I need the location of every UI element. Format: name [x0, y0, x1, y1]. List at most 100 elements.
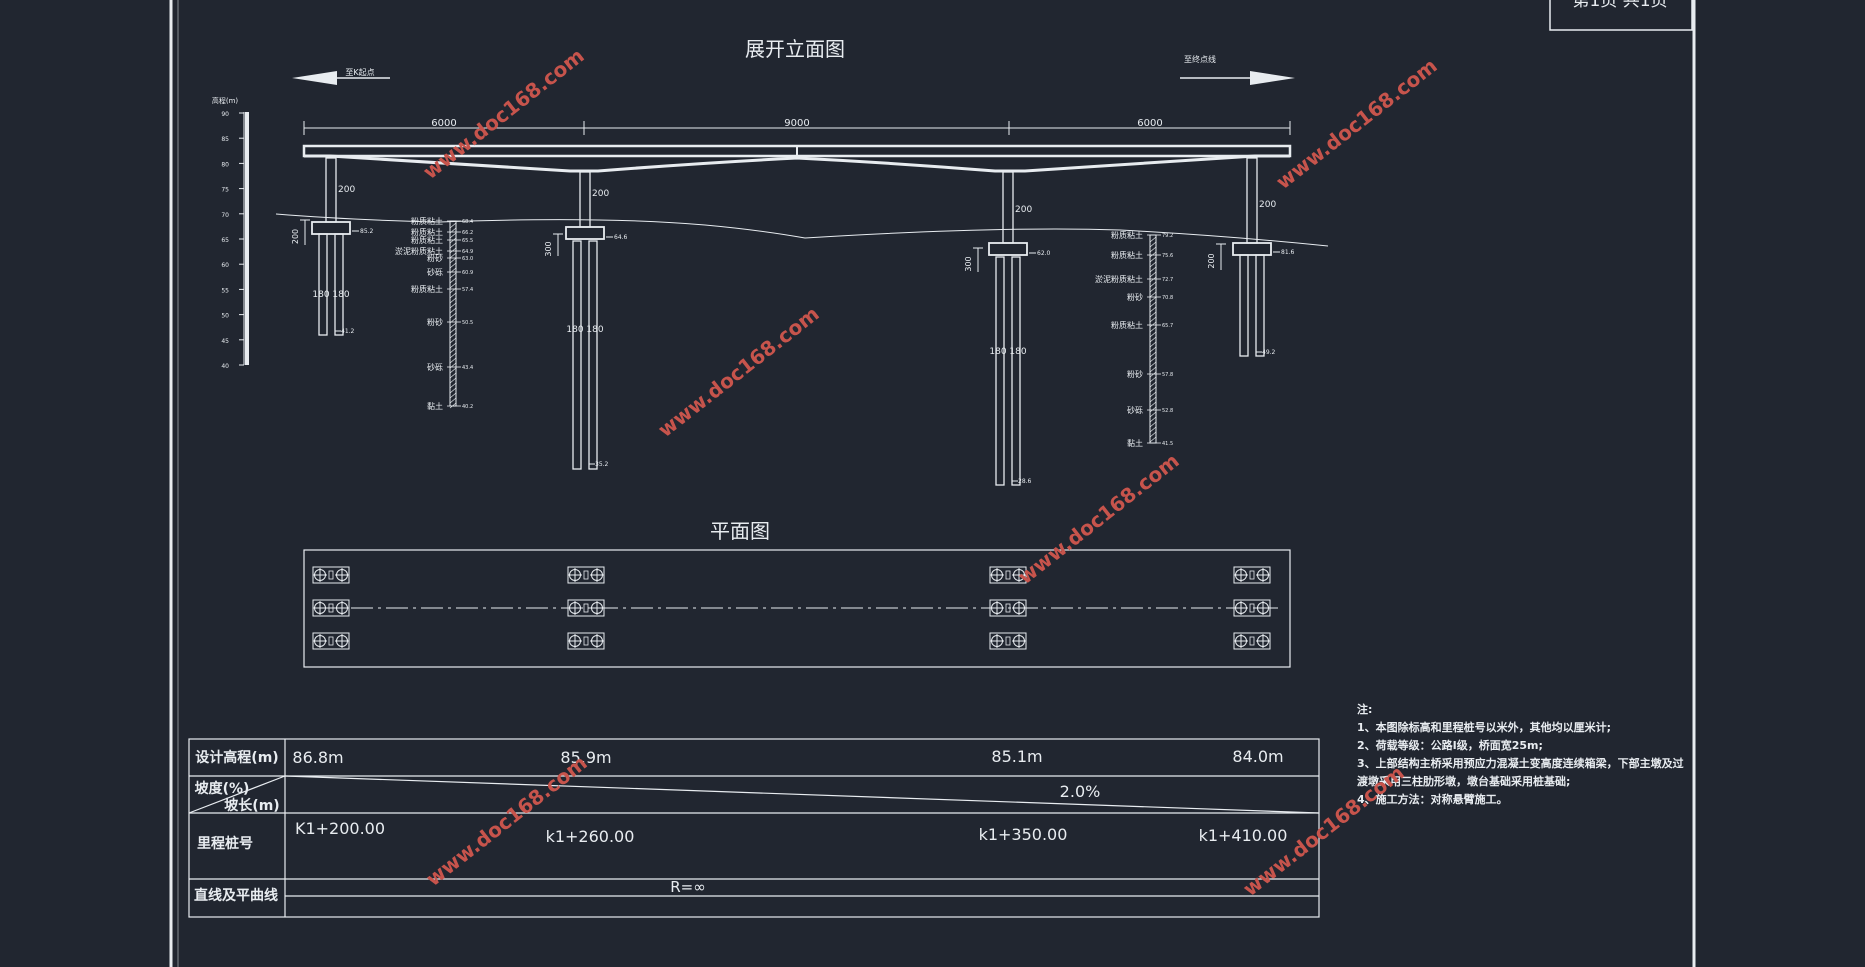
borehole-hatch [449, 342, 457, 349]
borehole-layer-elevation: 72.7 [1162, 277, 1173, 283]
borehole-layer-name: 粉砂 [1127, 292, 1143, 302]
borehole-layer-elevation: 63.0 [462, 256, 473, 262]
borehole-hatch [449, 237, 457, 244]
scale-tick-label: 45 [221, 338, 229, 345]
borehole-layer-name: 砂砾 [427, 362, 443, 372]
profile-table: 设计高程(m) 坡度(%) 坡长(m) 里程桩号 直线及平曲线 86.8m 85… [188, 738, 1320, 918]
pile-symbol [1256, 634, 1270, 648]
borehole-hatch [1149, 341, 1157, 348]
borehole-hatch [1149, 246, 1157, 253]
drawing-frame [169, 0, 1696, 967]
plan-column [1249, 570, 1255, 580]
plan-column [583, 636, 589, 646]
pier-cap-label: 300 [544, 241, 553, 256]
borehole-layer-name: 黏土 [427, 401, 443, 411]
pile-symbol [335, 568, 349, 582]
pile-symbol [1012, 601, 1026, 615]
elevation-value: 86.8m [292, 748, 343, 767]
borehole-hatch [449, 347, 457, 354]
row-label-curve: 直线及平曲线 [194, 887, 278, 904]
pile-symbol [990, 634, 1004, 648]
pier-column [1246, 157, 1258, 244]
borehole-hatch [449, 357, 457, 364]
borehole-hatch [449, 257, 457, 264]
borehole-hatch [449, 382, 457, 389]
borehole-layer-name: 粉质粘土 [1111, 320, 1143, 330]
borehole-layer-elevation: 65.5 [462, 238, 473, 244]
pile-symbol [590, 568, 604, 582]
plan-column [328, 603, 334, 613]
borehole-hatch [449, 327, 457, 334]
borehole-layer-name: 粉质粘土 [411, 235, 443, 245]
pier-pile [588, 240, 598, 470]
scale-tick-label: 90 [221, 111, 229, 118]
borehole-hatch [449, 387, 457, 394]
borehole-hatch [1149, 431, 1157, 438]
borehole-hatch [449, 252, 457, 259]
pier-bottom-elevation: 35.2 [595, 461, 609, 468]
chainage-value: k1+410.00 [1199, 826, 1288, 845]
grade-divider [188, 775, 286, 814]
elevation-value: 84.0m [1232, 747, 1283, 766]
pile-symbol [1234, 568, 1248, 582]
note-line: 1、本图除标高和里程桩号以米外，其他均以厘米计; [1357, 720, 1611, 734]
note-line: 4、施工方法：对称悬臂施工。 [1357, 792, 1508, 806]
pier-top-elevation: 64.6 [614, 234, 628, 241]
pile-symbol [313, 601, 327, 615]
borehole-hatch [1149, 396, 1157, 403]
pile-symbol [335, 601, 349, 615]
pile-symbol [568, 568, 582, 582]
borehole-hatch [449, 297, 457, 304]
borehole-hatch [1149, 351, 1157, 358]
pier-column [325, 157, 337, 223]
borehole-hatch [1149, 281, 1157, 288]
curve-value: R=∞ [670, 878, 706, 896]
borehole-hatch [1149, 251, 1157, 258]
pier-pile [1011, 256, 1021, 486]
pile-symbol [313, 634, 327, 648]
borehole-hatch [1149, 371, 1157, 378]
borehole-hatch [1149, 256, 1157, 263]
title-block: 第1页 共1页 [1549, 0, 1693, 31]
note-line: 3、上部结构主桥采用预应力混凝土变高度连续箱梁，下部主墩及过 [1357, 756, 1684, 770]
borehole-hatch [1149, 406, 1157, 413]
plan-column [328, 636, 334, 646]
borehole-layer-name: 粉质粘土 [1111, 230, 1143, 240]
borehole-hatch [1149, 336, 1157, 343]
borehole-hatch [1149, 306, 1157, 313]
pier-pile-label: 180 180 [989, 347, 1026, 357]
note-line: 2、荷载等级：公路I级，桥面宽25m; [1357, 738, 1543, 752]
borehole-hatch [449, 242, 457, 249]
scale-tick-label: 60 [221, 262, 229, 269]
pier-column-label: 200 [1015, 205, 1032, 215]
borehole-hatch [1149, 381, 1157, 388]
borehole-hatch [449, 232, 457, 239]
arrow-left-label: 至K起点 [345, 68, 374, 77]
borehole-hatch [449, 292, 457, 299]
borehole-layer-elevation: 66.2 [462, 230, 473, 236]
borehole-layer-name: 粉砂 [1127, 369, 1143, 379]
borehole-hatch [1149, 376, 1157, 383]
borehole-hatch [1149, 411, 1157, 418]
borehole-layer-elevation: 70.8 [1162, 295, 1173, 301]
elevation-title: 展开立面图 [745, 37, 845, 61]
watermark: www.doc168.com [653, 301, 823, 441]
borehole-hatch [449, 337, 457, 344]
watermark: www.doc168.com [418, 43, 588, 183]
pile-symbol [990, 568, 1004, 582]
scale-tick-label: 50 [221, 313, 229, 320]
borehole-hatch [1149, 291, 1157, 298]
pier-cap [565, 226, 605, 240]
pile-symbol [990, 601, 1004, 615]
borehole-hatch [449, 332, 457, 339]
pier-pile [1255, 254, 1265, 357]
borehole-hatch [449, 247, 457, 254]
chainage-value: K1+200.00 [295, 819, 385, 838]
borehole-hatch [1149, 331, 1157, 338]
pier-pile-label: 180 180 [566, 325, 603, 335]
scale-tick-label: 80 [221, 161, 229, 168]
scale-unit-label: 高程(m) [212, 96, 239, 105]
borehole-hatch [1149, 391, 1157, 398]
arrow-right-label: 至终点线 [1184, 54, 1216, 64]
